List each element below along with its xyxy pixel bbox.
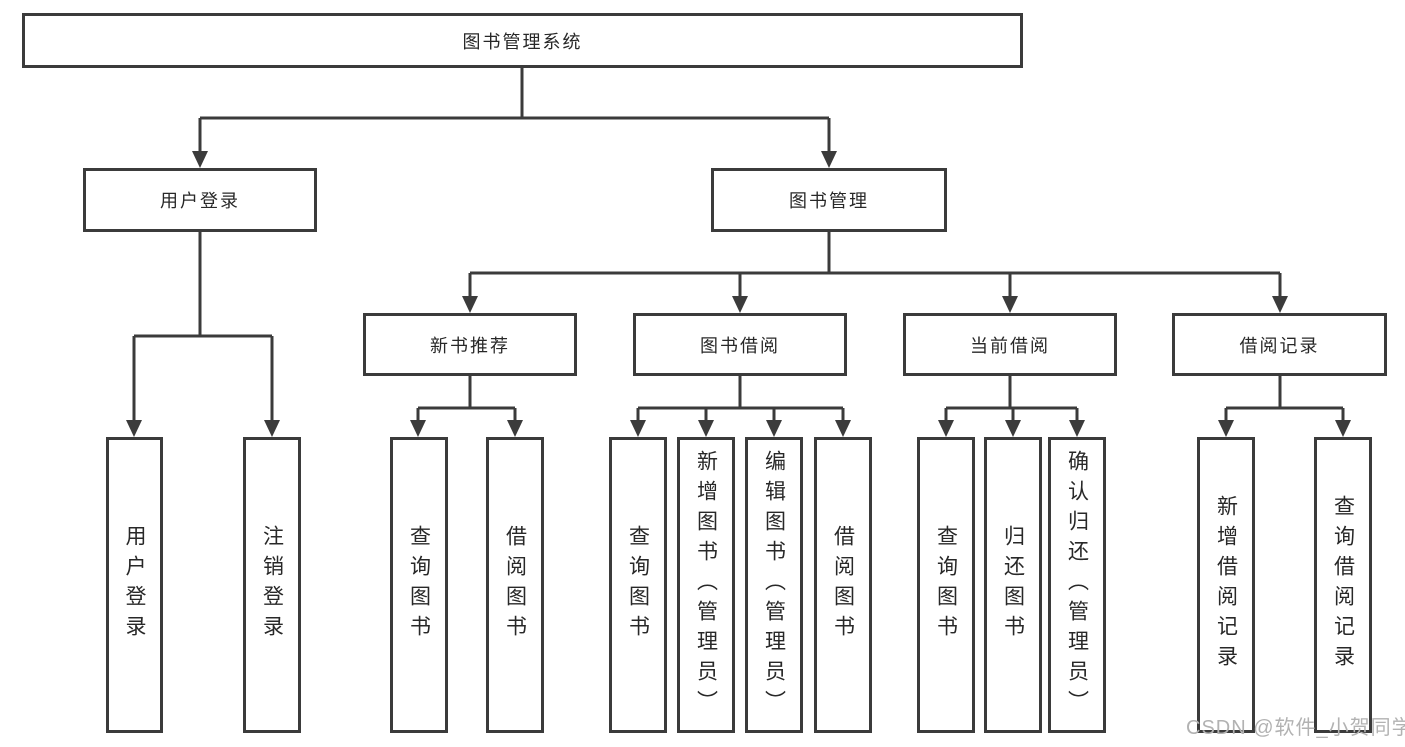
- leaf-confirm-return-admin: 确认归还（管理员）: [1048, 437, 1106, 733]
- node-user-login-label: 用户登录: [160, 191, 240, 211]
- connector-root: [192, 68, 837, 168]
- leaf-edit-book-admin: 编辑图书（管理员）: [745, 437, 803, 733]
- leaf-query-book-borrow-label: 查询图书: [626, 525, 650, 645]
- node-current-borrow-label: 当前借阅: [970, 335, 1050, 356]
- node-new-book-rec: 新书推荐: [363, 313, 577, 376]
- leaf-query-book-current: 查询图书: [917, 437, 975, 733]
- node-user-login: 用户登录: [83, 168, 317, 232]
- node-book-mgmt-label: 图书管理: [789, 191, 869, 211]
- leaf-add-borrow-record: 新增借阅记录: [1197, 437, 1255, 733]
- connector-new-book-rec: [410, 376, 523, 437]
- leaf-user-login: 用户登录: [106, 437, 163, 733]
- leaf-logout-label: 注销登录: [260, 525, 284, 645]
- node-book-borrow-label: 图书借阅: [700, 335, 780, 356]
- leaf-borrow-book-rec: 借阅图书: [486, 437, 544, 733]
- leaf-query-book-rec-label: 查询图书: [407, 525, 431, 645]
- node-root-label: 图书管理系统: [462, 31, 583, 52]
- node-current-borrow: 当前借阅: [903, 313, 1117, 376]
- node-borrow-records: 借阅记录: [1172, 313, 1387, 376]
- leaf-return-book-label: 归还图书: [1001, 525, 1025, 645]
- leaf-query-borrow-record-label: 查询借阅记录: [1331, 495, 1355, 675]
- leaf-query-book-rec: 查询图书: [390, 437, 448, 733]
- connector-user-login: [126, 232, 280, 437]
- leaf-borrow-book-rec-label: 借阅图书: [503, 525, 527, 645]
- leaf-edit-book-admin-label: 编辑图书（管理员）: [762, 450, 786, 720]
- node-borrow-records-label: 借阅记录: [1239, 335, 1320, 356]
- leaf-query-book-current-label: 查询图书: [934, 525, 958, 645]
- connector-book-mgmt: [462, 232, 1288, 313]
- leaf-query-book-borrow: 查询图书: [609, 437, 667, 733]
- leaf-add-book-admin: 新增图书（管理员）: [677, 437, 735, 733]
- csdn-watermark: CSDN @软件_小贺同学: [1186, 717, 1405, 739]
- leaf-logout: 注销登录: [243, 437, 301, 733]
- leaf-add-borrow-record-label: 新增借阅记录: [1214, 495, 1238, 675]
- connector-book-borrow: [630, 376, 851, 437]
- leaf-borrow-book: 借阅图书: [814, 437, 872, 733]
- node-book-borrow: 图书借阅: [633, 313, 847, 376]
- connector-current-borrow: [938, 376, 1085, 437]
- node-new-book-rec-label: 新书推荐: [430, 335, 510, 356]
- leaf-add-book-admin-label: 新增图书（管理员）: [694, 450, 718, 720]
- node-book-mgmt: 图书管理: [711, 168, 947, 232]
- node-root: 图书管理系统: [22, 13, 1023, 68]
- leaf-query-borrow-record: 查询借阅记录: [1314, 437, 1372, 733]
- leaf-confirm-return-admin-label: 确认归还（管理员）: [1065, 450, 1089, 720]
- leaf-return-book: 归还图书: [984, 437, 1042, 733]
- connector-borrow-records: [1218, 376, 1351, 437]
- leaf-borrow-book-label: 借阅图书: [831, 525, 855, 645]
- leaf-user-login-label: 用户登录: [123, 525, 146, 645]
